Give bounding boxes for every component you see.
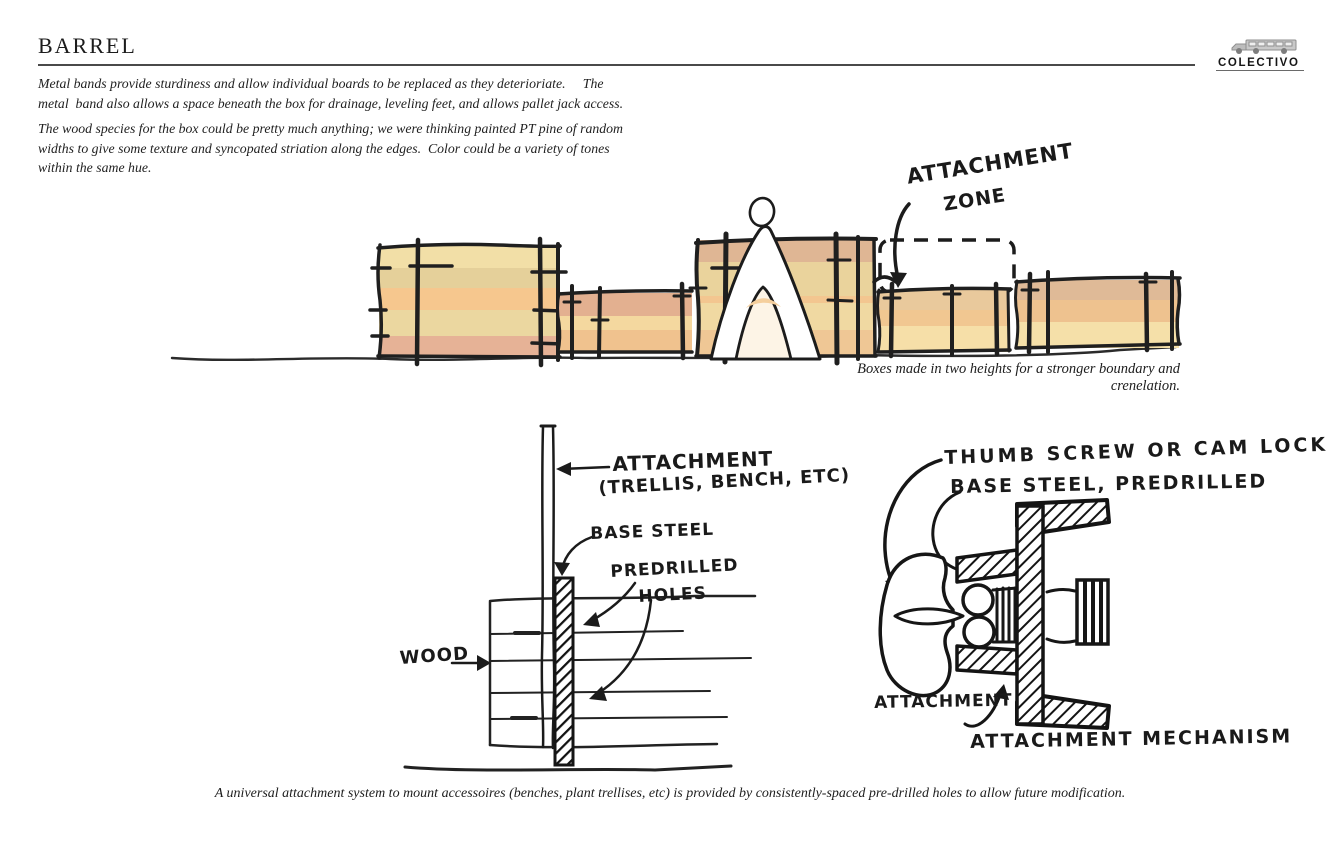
ground-line: [170, 345, 1178, 362]
logo-divider: [1216, 70, 1304, 72]
header-divider: [38, 64, 1195, 66]
wood-boards: [488, 594, 757, 749]
attachment-post: [539, 424, 557, 750]
attachment-zone-marker: [872, 202, 1016, 294]
label-attachment-right: ATTACHMENT: [874, 690, 1013, 713]
intro-paragraph-1: Metal bands provide sturdiness and allow…: [38, 76, 624, 111]
label-holes: HOLES: [638, 583, 708, 607]
planter-box-2: [556, 281, 694, 361]
brand-name: COLECTIVO: [1218, 57, 1300, 69]
intro-paragraph-2: The wood species for the box could be pr…: [38, 121, 623, 176]
detail-left-ground-line: [403, 764, 733, 772]
planter-box-5: [1014, 270, 1182, 355]
planter-boxes-elevation-sketch: [170, 196, 1182, 368]
planter-box-1: [368, 236, 568, 368]
thumb-screw: [878, 552, 996, 698]
planter-box-4: [876, 281, 1012, 359]
attachment-mechanism-sketch: [878, 458, 1111, 730]
truck-icon: [1231, 39, 1297, 54]
page-title: BARREL: [38, 33, 137, 58]
threaded-rod: [991, 578, 1110, 646]
brand-logo: COLECTIVO: [1218, 38, 1304, 69]
footer-caption: A universal attachment system to mount a…: [214, 786, 1126, 801]
detail-left-arrows: [450, 462, 653, 701]
mechanism-title: ATTACHMENT MECHANISM: [970, 725, 1293, 753]
human-figure: [709, 196, 822, 361]
base-steel-bar: [553, 576, 575, 767]
panorama-caption: Boxes made in two heights for a stronger…: [857, 361, 1180, 394]
label-base-steel-predrilled: BASE STEEL, PREDRILLED: [950, 470, 1268, 498]
base-steel-plate: [955, 498, 1111, 730]
attachment-post-section-sketch: [403, 424, 757, 772]
